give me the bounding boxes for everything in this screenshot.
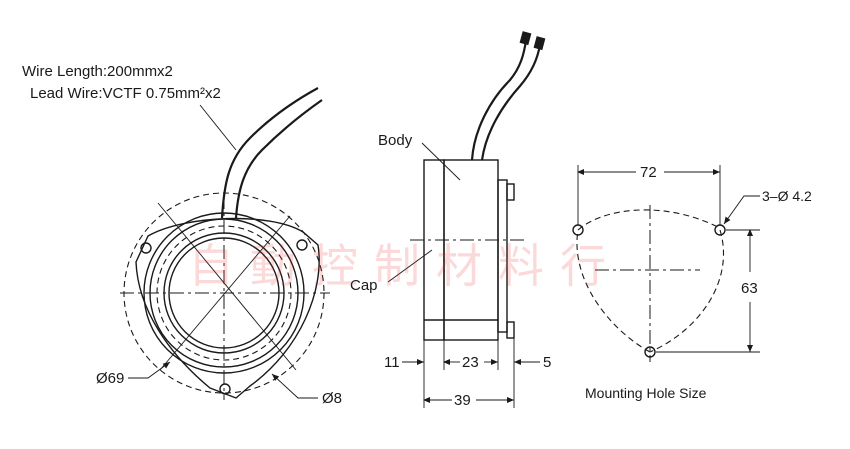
holes-leader — [723, 195, 760, 225]
dim-holes: 3–Ø 4.2 — [762, 188, 812, 204]
diag-2 — [159, 215, 291, 371]
front-view: Ø69 Ø8 Wire Length:200mmx2 Lead Wire:VCT… — [22, 63, 342, 407]
body-label: Body — [378, 132, 413, 149]
hole-left — [140, 242, 152, 254]
dim-flange: 5 — [543, 354, 551, 371]
wire-leader — [199, 104, 237, 151]
lead-wire-label: Lead Wire:VCTF 0.75mm²x2 — [30, 85, 221, 102]
side-wire-a — [470, 39, 528, 161]
hole-outline-top — [577, 209, 721, 231]
mounting-hole-view: 72 63 3–Ø 4.2 Mounting Hole Size — [572, 164, 812, 401]
body-leader — [421, 142, 461, 181]
flange-outline — [135, 217, 320, 399]
dim-body-thickness: 23 — [462, 354, 479, 371]
flange-boss-top — [506, 183, 515, 201]
dim-total-length: 39 — [454, 392, 471, 409]
hole-outline-left — [576, 229, 651, 353]
side-wire-b — [480, 43, 542, 161]
diag-1 — [157, 202, 297, 371]
lead-wire-a — [220, 87, 319, 219]
dim-bore-diameter: Ø8 — [322, 390, 342, 407]
watermark-text: 自動控制材料行 — [188, 239, 622, 293]
wire-length-label: Wire Length:200mmx2 — [22, 63, 173, 80]
cap-leader — [387, 249, 433, 283]
dim-hole-spacing: 72 — [640, 164, 657, 181]
dim69-leader — [128, 361, 171, 379]
mounting-hole-size-label: Mounting Hole Size — [585, 385, 707, 401]
flange-boss-bottom — [506, 321, 515, 339]
dim-hole-height: 63 — [741, 280, 758, 297]
lead-wire-b — [234, 99, 323, 219]
side-view: Body Cap 11 23 5 39 — [350, 31, 551, 409]
wire-tip-b — [533, 36, 546, 51]
hole-bottom — [219, 383, 231, 395]
hole-outline-right — [649, 229, 725, 353]
dim-outer-diameter: Ø69 — [96, 370, 124, 387]
flange-section — [497, 179, 508, 333]
hole-right — [296, 239, 308, 251]
dim-cap-thickness: 11 — [384, 354, 400, 371]
dim8-leader — [271, 373, 318, 399]
cap-label: Cap — [350, 277, 378, 294]
wire-tip-a — [519, 31, 532, 46]
